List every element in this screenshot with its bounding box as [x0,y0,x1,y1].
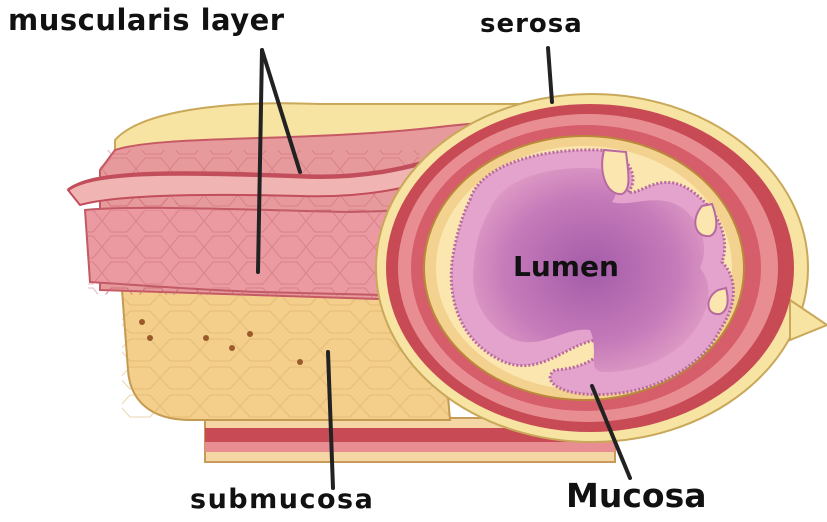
serosa-label: serosa [480,11,583,37]
leader-serosa [548,48,552,102]
muscularis-layer-label: muscularis layer [8,6,285,35]
lumen-label: Lumen [513,253,619,281]
mucosa-label: Mucosa [566,479,706,512]
submucosa-label: submucosa [190,486,374,513]
